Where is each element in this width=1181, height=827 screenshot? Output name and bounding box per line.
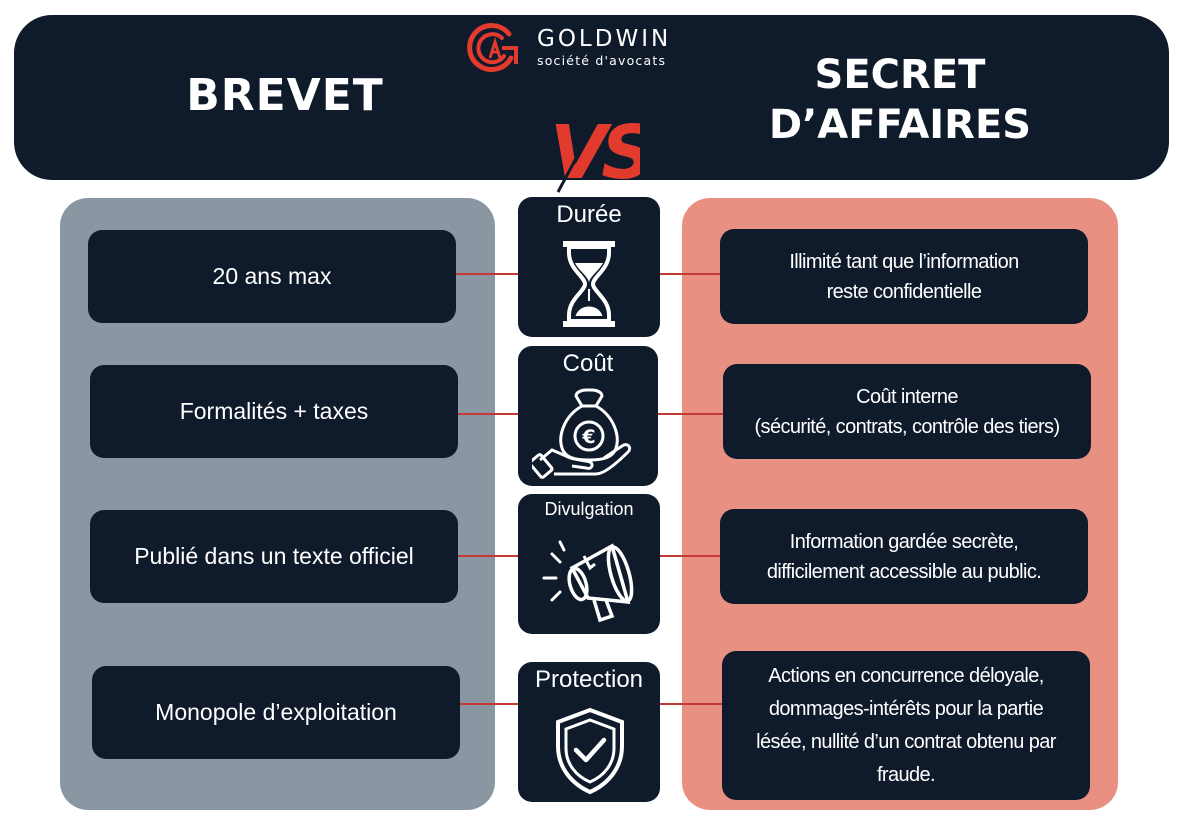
- secret-protection-line: lésée, nullité d’un contrat obtenu par: [756, 726, 1056, 759]
- criterion-protection-label: Protection: [518, 666, 660, 694]
- secret-protection-line: Actions en concurrence déloyale,: [756, 660, 1056, 693]
- secret-duree-line: reste confidentielle: [789, 277, 1018, 307]
- secret-cout-box: Coût interne (sécurité, contrats, contrô…: [723, 364, 1091, 459]
- brevet-duree-box: 20 ans max: [88, 230, 456, 323]
- criterion-divulgation-label: Divulgation: [518, 499, 660, 520]
- secret-cout-line: (sécurité, contrats, contrôle des tiers): [754, 412, 1059, 442]
- svg-text:€: €: [581, 426, 595, 448]
- criterion-duree: Durée: [518, 197, 660, 337]
- criterion-cout: Coût €: [518, 346, 658, 486]
- secret-divulgation-line: Information gardée secrète,: [767, 527, 1041, 557]
- criterion-cout-label: Coût: [518, 350, 658, 378]
- brevet-protection-box: Monopole d’exploitation: [92, 666, 460, 759]
- logo-name: GOLDWIN: [537, 26, 671, 52]
- secret-cout-line: Coût interne: [754, 382, 1059, 412]
- goldwin-logo-icon: [462, 20, 522, 76]
- brevet-divulgation-box: Publié dans un texte officiel: [90, 510, 458, 603]
- brevet-title: BREVET: [150, 70, 420, 121]
- secret-protection-line: dommages-intérêts pour la partie: [756, 693, 1056, 726]
- secret-title-line1: SECRET: [720, 50, 1080, 100]
- criterion-divulgation: Divulgation: [518, 494, 660, 634]
- shield-check-icon: [552, 706, 628, 796]
- megaphone-icon: [532, 528, 646, 628]
- vs-mark: VS: [540, 88, 640, 196]
- secret-duree-line: Illimité tant que l’information: [789, 247, 1018, 277]
- secret-divulgation-line: difficilement accessible au public.: [767, 557, 1041, 587]
- criterion-protection: Protection: [518, 662, 660, 802]
- secret-title-line2: D’AFFAIRES: [720, 100, 1080, 150]
- logo-tagline: société d'avocats: [537, 53, 666, 68]
- secret-duree-box: Illimité tant que l’information reste co…: [720, 229, 1088, 324]
- secret-affaires-title: SECRET D’AFFAIRES: [720, 50, 1080, 150]
- secret-protection-box: Actions en concurrence déloyale, dommage…: [722, 651, 1090, 800]
- hourglass-icon: [559, 239, 619, 329]
- brevet-cout-box: Formalités + taxes: [90, 365, 458, 458]
- criterion-duree-label: Durée: [518, 201, 660, 229]
- secret-divulgation-box: Information gardée secrète, difficilemen…: [720, 509, 1088, 604]
- money-bag-euro-icon: €: [532, 386, 642, 481]
- secret-protection-line: fraude.: [756, 759, 1056, 792]
